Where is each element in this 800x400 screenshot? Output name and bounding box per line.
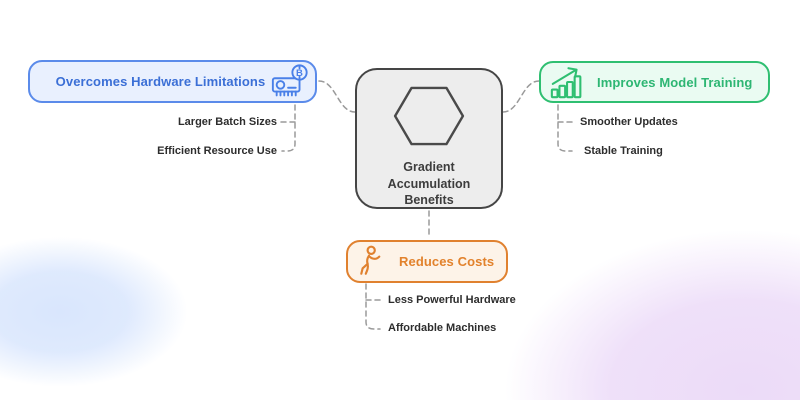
node-overcomes-hardware-limitations[interactable]: Overcomes Hardware Limitations B [28,60,317,103]
subnode-less-powerful-hardware[interactable]: Less Powerful Hardware [388,294,516,306]
connector-training-children-trunk [557,104,573,152]
node-gradient-accumulation-benefits[interactable]: Gradient Accumulation Benefits [355,68,503,209]
connector-hardware-to-center [318,80,356,113]
node-label: Reduces Costs [399,254,495,269]
connector-costs-children-trunk [365,283,381,330]
connector-hardware-children-trunk [281,104,296,152]
running-person-icon [355,243,391,281]
hexagon-icon [392,85,466,152]
center-node-label: Gradient Accumulation Benefits [387,160,471,207]
subnode-larger-batch-sizes[interactable]: Larger Batch Sizes [177,116,277,128]
subnode-smoother-updates[interactable]: Smoother Updates [580,116,678,128]
node-label: Improves Model Training [597,74,753,90]
svg-text:B: B [296,68,303,79]
connector-center-to-training [502,80,540,113]
subnode-stable-training[interactable]: Stable Training [584,145,663,157]
subnode-affordable-machines[interactable]: Affordable Machines [388,322,497,334]
growth-bar-chart-icon [549,63,587,101]
node-label: Overcomes Hardware Limitations [55,74,266,89]
node-improves-model-training[interactable]: Improves Model Training [539,61,770,103]
gpu-mining-icon: B [270,63,310,103]
subnode-efficient-resource-use[interactable]: Efficient Resource Use [157,145,277,157]
node-reduces-costs[interactable]: Reduces Costs [346,240,508,283]
